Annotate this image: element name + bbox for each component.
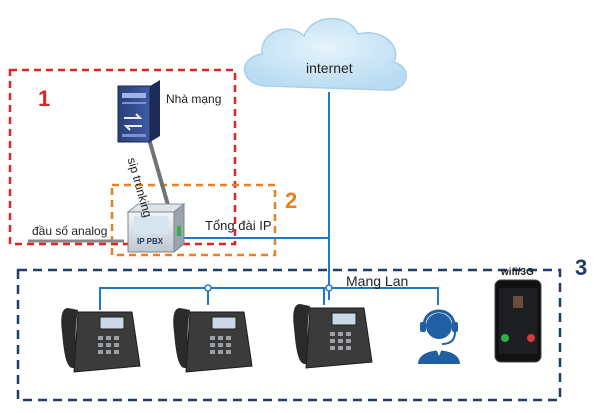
network-links	[99, 92, 439, 310]
pbx-label: Tổng đài IP	[205, 218, 272, 233]
zone-3-border	[16, 268, 562, 402]
lan-label: Mạng Lan	[346, 273, 409, 289]
mobile-label: wifi/3G	[501, 267, 534, 278]
desk-phone-icon	[173, 308, 253, 373]
zone-1-border	[8, 68, 237, 246]
desk-phone-icon	[293, 304, 373, 369]
pbx-device-text: IP PBX	[137, 237, 164, 246]
zone-2-number: 2	[285, 188, 298, 213]
zone-3-number: 3	[575, 255, 588, 280]
cloud-icon	[244, 17, 407, 91]
bus-crossings	[204, 284, 333, 292]
isp-label: Nhà mạng	[166, 92, 222, 106]
lan-bus	[99, 287, 439, 310]
desk-phone-icon	[61, 308, 141, 373]
headset-agent-icon	[418, 309, 460, 364]
cloud-label: internet	[306, 60, 353, 76]
zone-1-number: 1	[38, 86, 51, 111]
ip-pbx-icon	[126, 202, 186, 254]
server-icon	[117, 80, 160, 143]
analog-label: đầu số analog	[32, 224, 108, 238]
smartphone-icon	[494, 279, 542, 363]
zone-2-border	[110, 183, 277, 257]
